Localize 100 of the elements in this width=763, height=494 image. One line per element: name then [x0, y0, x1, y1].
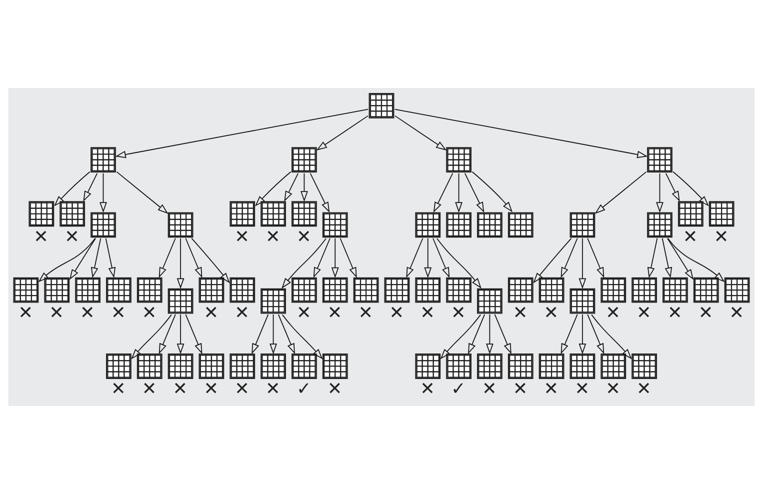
arrow: [300, 172, 308, 202]
node-label: ✕: [18, 304, 34, 324]
arrow: [278, 314, 295, 354]
node-label: ✕: [512, 380, 528, 400]
node-label: ✕: [389, 304, 404, 324]
node-label: ✕: [142, 304, 157, 324]
arrow: [185, 314, 202, 354]
arrow: [282, 314, 323, 360]
arrow: [560, 314, 578, 354]
arrow: [116, 171, 168, 214]
arrow: [316, 115, 368, 150]
arrow: [270, 314, 277, 354]
node-label: ✕: [296, 304, 312, 324]
node-label: ✕: [204, 304, 219, 324]
node-label: ✕: [266, 380, 280, 400]
arrow: [587, 238, 604, 278]
arrow: [69, 238, 96, 280]
arrow: [486, 314, 494, 354]
node-label: ✕: [358, 304, 374, 324]
arrow: [83, 172, 98, 202]
arrow: [662, 238, 672, 278]
arrow: [185, 238, 202, 278]
node-label: ✕: [544, 304, 559, 324]
arrow: [105, 238, 116, 278]
node-label: ✕: [606, 304, 620, 324]
node-label: ✕: [64, 227, 80, 248]
arrow: [331, 238, 339, 278]
arrow: [594, 171, 647, 214]
arrow: [668, 238, 725, 282]
arrow: [647, 238, 658, 278]
arrow: [394, 108, 648, 158]
node-label: ✓: [451, 380, 466, 400]
node-label: ✕: [34, 227, 48, 248]
node-label: ✕: [172, 380, 188, 400]
arrow: [578, 238, 586, 289]
node-label: ✕: [110, 380, 126, 400]
arrow: [313, 238, 330, 278]
arrow: [282, 238, 326, 289]
arrow: [436, 238, 482, 289]
arrow: [176, 238, 184, 289]
arrow: [455, 172, 462, 213]
arrow: [560, 238, 578, 278]
node-label: ✕: [110, 304, 126, 324]
node-label: ✕: [606, 380, 620, 400]
arrow: [394, 115, 447, 150]
arrow: [340, 238, 357, 278]
node-label: ✕: [327, 304, 342, 324]
node-label: ✕: [636, 304, 652, 324]
arrow: [115, 108, 369, 158]
arrow: [176, 314, 184, 354]
node-label: ✕: [234, 227, 250, 248]
arrow: [100, 172, 107, 213]
arrow: [656, 172, 664, 213]
arrow: [578, 314, 586, 354]
arrow: [191, 238, 230, 284]
node-label: ✕: [327, 380, 342, 400]
arrow: [591, 314, 632, 360]
arrow: [587, 314, 604, 354]
arrow: [54, 171, 90, 206]
node-label: ✕: [667, 304, 682, 324]
node-label: ✕: [544, 380, 559, 400]
node-label: ✕: [204, 380, 219, 400]
arrow: [672, 171, 709, 206]
arrow: [440, 314, 482, 360]
node-label: ✕: [682, 227, 698, 248]
arrow: [424, 238, 432, 278]
arrow: [284, 172, 299, 202]
node-label: ✕: [574, 380, 590, 400]
arrow: [158, 238, 176, 278]
node-label: ✕: [482, 380, 497, 400]
node-label: ✕: [234, 304, 250, 324]
node-label: ✕: [698, 304, 714, 324]
node-label: ✕: [420, 304, 435, 324]
node-label: ✕: [80, 304, 95, 324]
node-label: ✕: [636, 380, 652, 400]
arrow: [464, 172, 484, 213]
arrow: [38, 238, 96, 282]
node-label: ✕: [512, 304, 528, 324]
node-label: ✕: [49, 304, 64, 324]
node-label: ✓: [296, 380, 312, 400]
node-label: ✕: [420, 380, 435, 400]
node-label: ✕: [234, 380, 250, 400]
arrow: [432, 238, 450, 278]
node-label: ✕: [296, 227, 312, 248]
node-label: ✕: [729, 304, 744, 324]
node-label: ✕: [714, 227, 729, 248]
arrow: [665, 172, 680, 202]
arrow: [666, 238, 694, 280]
arrow: [433, 172, 454, 213]
arrow: [472, 171, 513, 212]
node-label: ✕: [266, 227, 280, 248]
arrow: [131, 314, 172, 360]
arrow: [533, 238, 572, 284]
arrow: [158, 314, 176, 354]
arrow: [468, 314, 486, 354]
arrow: [255, 171, 292, 206]
arrow: [252, 314, 269, 354]
arrow: [406, 238, 424, 278]
node-label: ✕: [142, 380, 157, 400]
arrow: [494, 314, 512, 354]
